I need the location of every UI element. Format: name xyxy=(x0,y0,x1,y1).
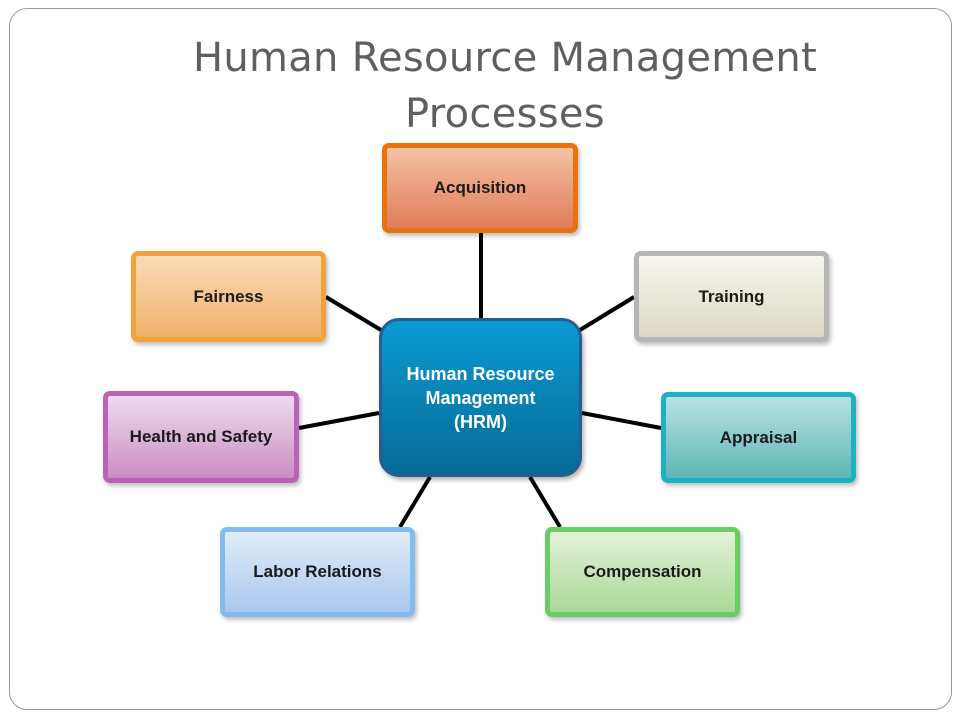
connector-compensation xyxy=(528,475,562,529)
slide-title-line-2: Processes xyxy=(405,91,605,137)
connector-fairness xyxy=(324,295,383,332)
connector-labor-relations xyxy=(398,475,432,529)
process-fairness-label: Fairness xyxy=(193,286,264,306)
process-acquisition-label: Acquisition xyxy=(433,178,527,197)
process-appraisal: Appraisal xyxy=(661,392,856,483)
process-acquisition: Acquisition xyxy=(382,143,578,233)
process-health-and-safety-label: Health and Safety xyxy=(129,427,273,446)
hub-hrm-label: Human Resource Management (HRM) xyxy=(406,363,555,432)
slide-title-line-1: Human Resource Management xyxy=(192,35,818,81)
process-compensation-label: Compensation xyxy=(583,562,702,581)
process-training: Training xyxy=(634,251,829,342)
process-fairness: Fairness xyxy=(131,251,326,342)
connector-training xyxy=(578,295,636,332)
slide-frame xyxy=(9,8,952,710)
connector-health-and-safety xyxy=(298,411,380,430)
process-labor-relations-label: Labor Relations xyxy=(253,562,382,581)
process-health-and-safety: Health and Safety xyxy=(103,391,299,483)
process-compensation: Compensation xyxy=(545,527,740,617)
process-appraisal-label: Appraisal xyxy=(719,427,798,447)
slide-title: Human Resource Management Processes xyxy=(130,30,880,142)
hub-hrm: Human Resource Management (HRM) xyxy=(379,318,582,477)
process-labor-relations: Labor Relations xyxy=(220,527,415,617)
connector-appraisal xyxy=(581,411,662,430)
process-training-label: Training xyxy=(698,286,765,306)
